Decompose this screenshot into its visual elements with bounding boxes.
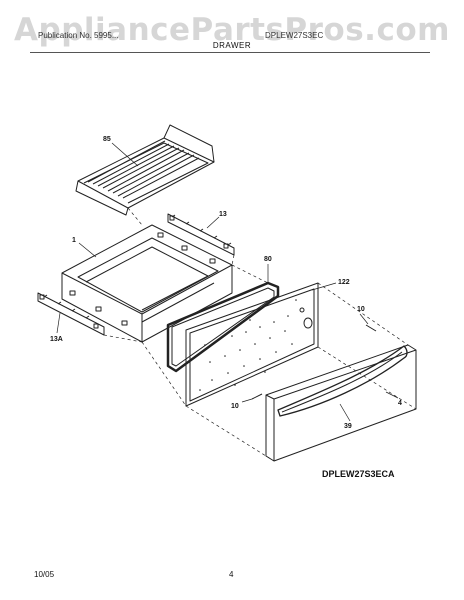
section-title: DRAWER <box>212 41 252 50</box>
header-rule <box>30 52 430 53</box>
header-publication: Publication No. 5995... <box>38 31 119 40</box>
inner-panel-perforations <box>199 299 297 391</box>
side-rail-right-part <box>167 213 235 256</box>
callout-13a: 13A <box>50 336 63 343</box>
header-model: DPLEW27S3EC <box>265 31 324 40</box>
side-rail-left-part <box>37 292 105 336</box>
callout-1: 1 <box>72 237 76 244</box>
callout-13: 13 <box>219 211 227 218</box>
callout-10-right: 10 <box>357 306 365 313</box>
watermark: AppliancePartsPros.com <box>14 12 450 48</box>
footer-page-number: 4 <box>229 570 234 579</box>
drawer-front-part <box>265 344 417 462</box>
model-code: DPLEW27S3ECA <box>322 469 395 479</box>
leader-lines <box>56 142 399 422</box>
callout-39: 39 <box>344 423 352 430</box>
oven-rack-part <box>75 124 215 216</box>
screw-parts <box>251 324 377 400</box>
gasket-part <box>166 281 280 373</box>
drawer-pan-part <box>61 224 233 343</box>
callout-122: 122 <box>338 279 350 286</box>
callout-80: 80 <box>264 256 272 263</box>
callout-4: 4 <box>398 400 402 407</box>
assembly-guide-lines <box>103 207 417 462</box>
callout-10-bottom: 10 <box>231 403 239 410</box>
footer-date: 10/05 <box>34 570 55 579</box>
callout-85: 85 <box>103 136 111 143</box>
handle-part <box>277 345 408 417</box>
